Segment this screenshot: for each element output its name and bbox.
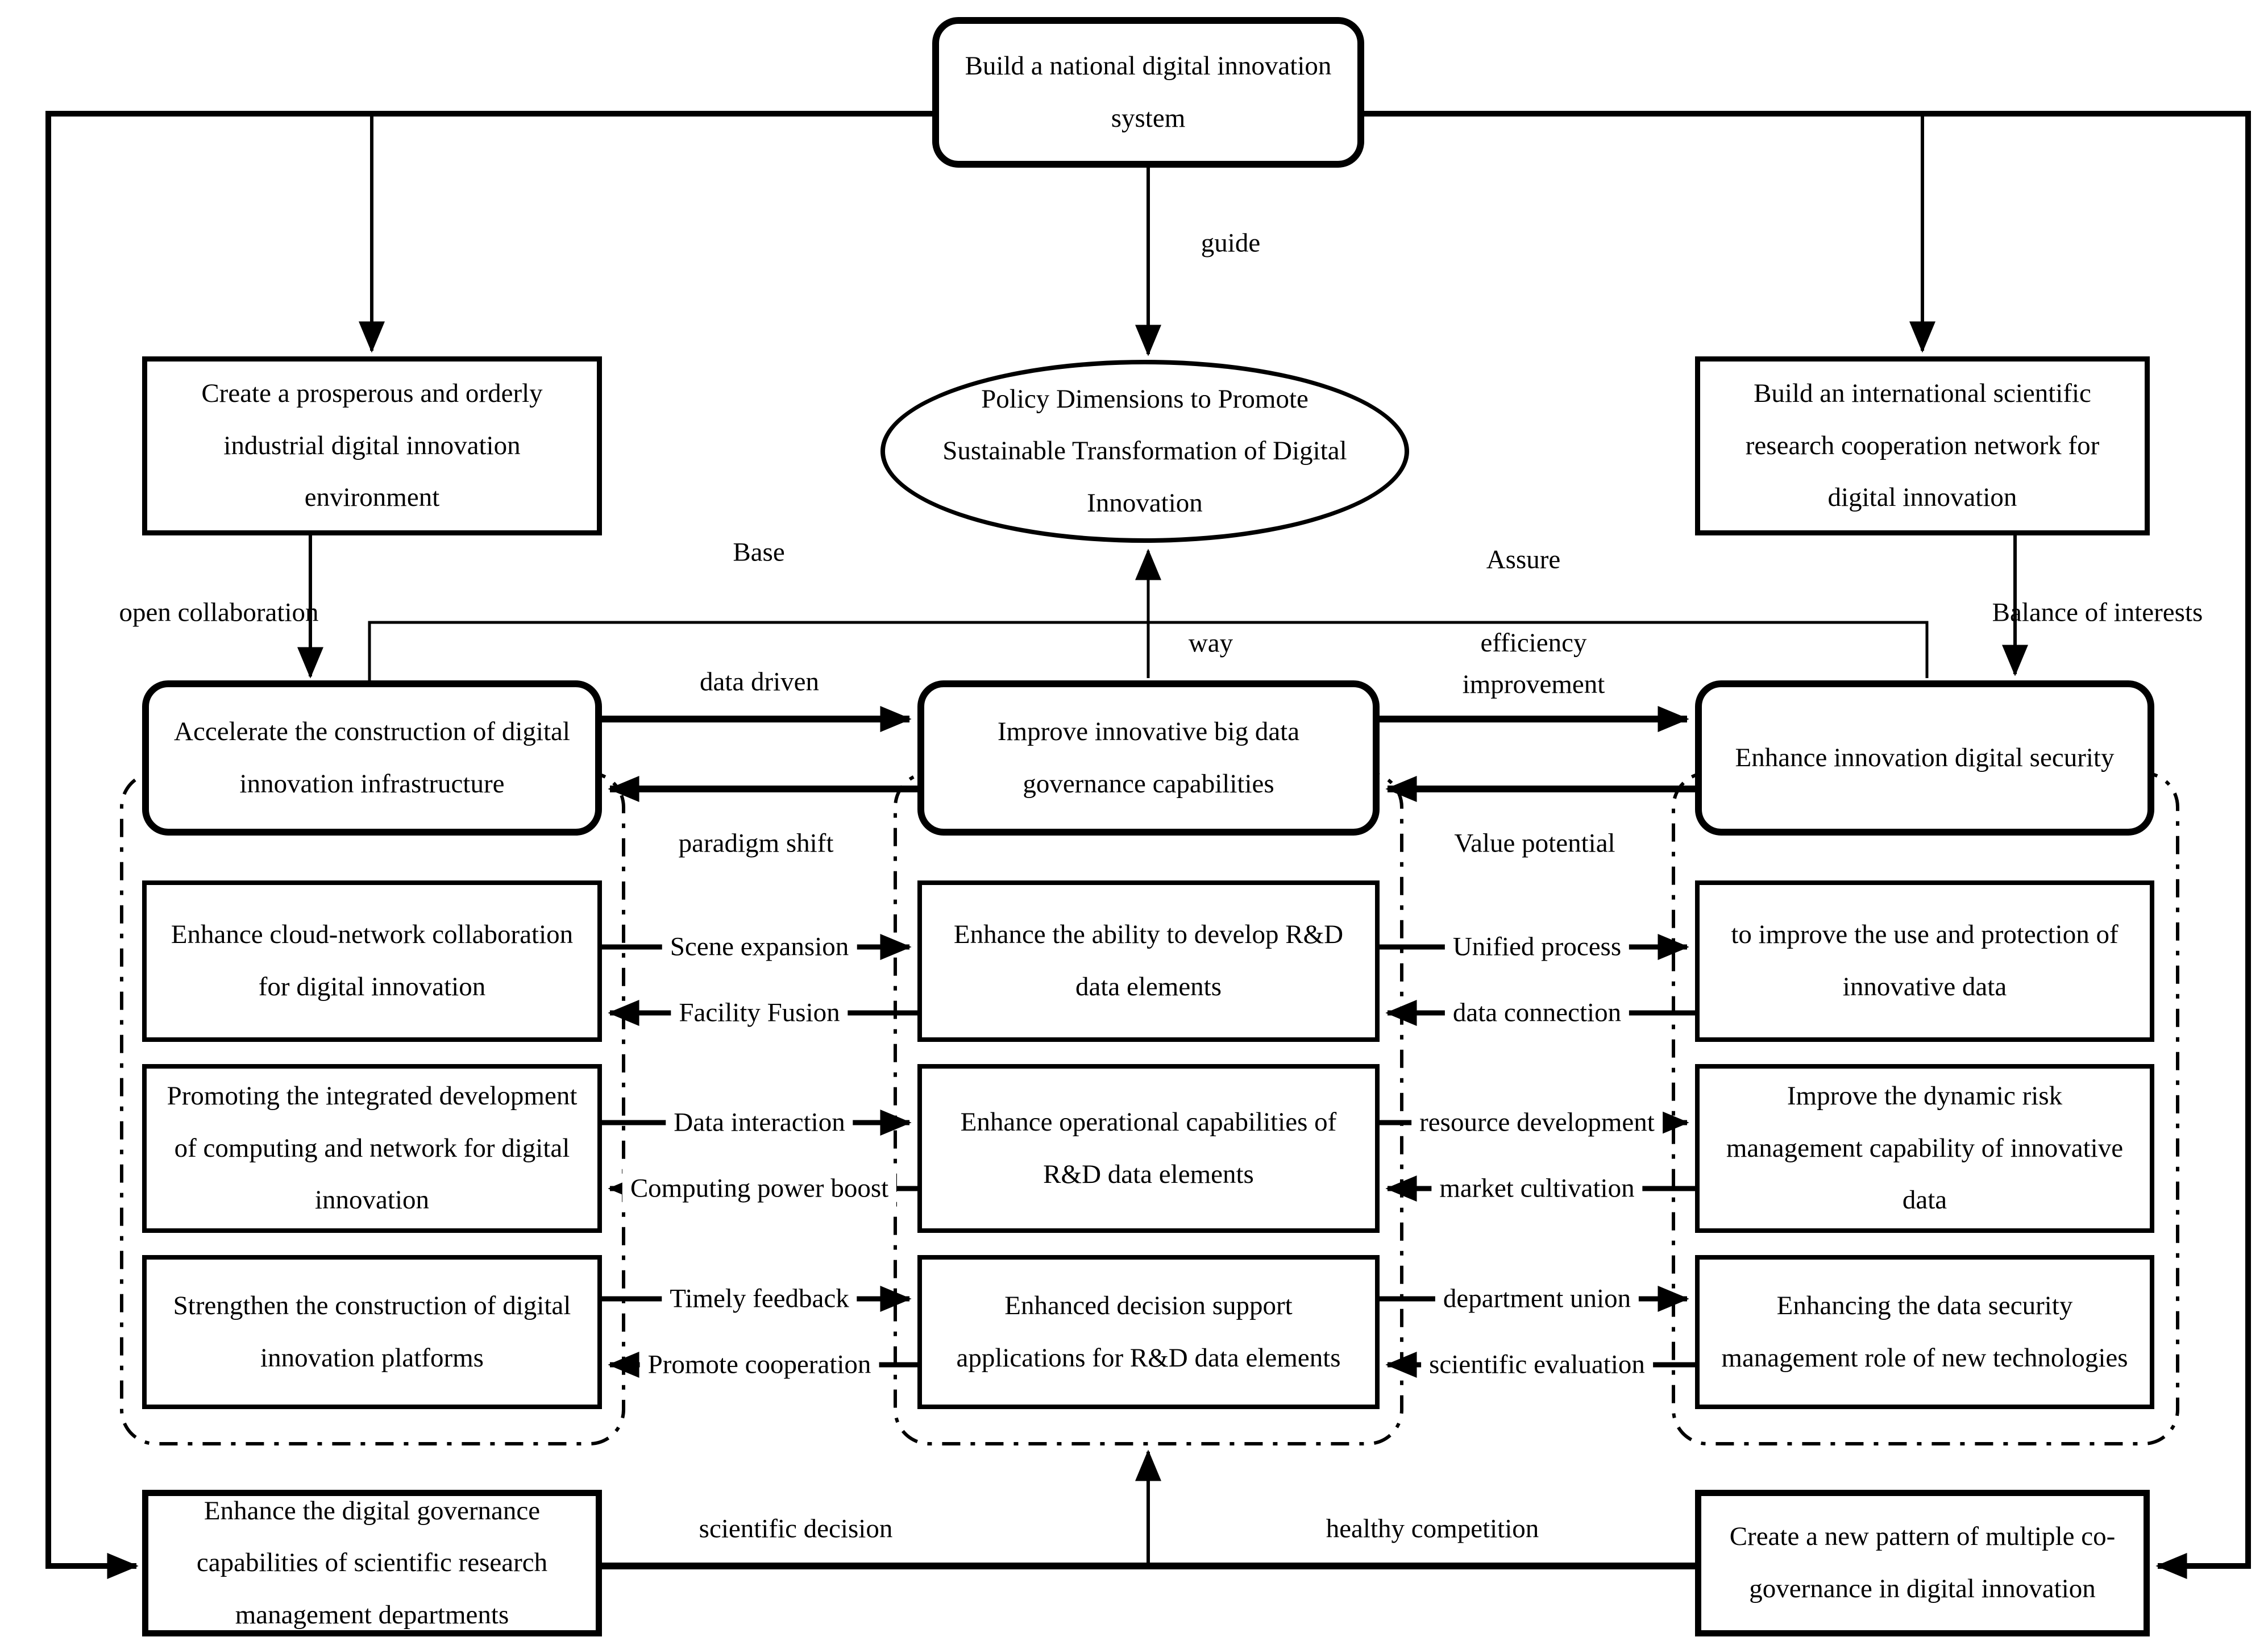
node-dynamic-risk-management: Improve the dynamic risk management capa… <box>1695 1064 2154 1233</box>
edge-label-way: way <box>1188 628 1233 658</box>
edge-label-guide: guide <box>1201 228 1261 258</box>
edge-label-scene-expansion: Scene expansion <box>662 926 857 968</box>
node-cloud-network-collaboration: Enhance cloud-network collaboration for … <box>142 880 602 1042</box>
edge-label-scientific-decision: scientific decision <box>699 1514 893 1544</box>
edge-label-healthy-competition: healthy competition <box>1326 1514 1539 1544</box>
edge-label-efficiency-improvement: efficiency improvement <box>1462 628 1605 699</box>
node-innovation-platforms: Strengthen the construction of digital i… <box>142 1255 602 1409</box>
node-decision-support-applications: Enhanced decision support applications f… <box>917 1255 1380 1409</box>
edge-label-base: Base <box>733 537 785 567</box>
edge-label-assure: Assure <box>1486 545 1561 575</box>
edge-label-promote-cooperation: Promote cooperation <box>639 1344 879 1386</box>
node-policy-dimensions-ellipse: Policy Dimensions to Promote Sustainable… <box>880 360 1409 543</box>
node-international-cooperation-network: Build an international scientific resear… <box>1695 356 2150 535</box>
outer-right-feedback-arrow <box>1364 111 2251 1579</box>
node-digital-security: Enhance innovation digital security <box>1695 680 2154 836</box>
edge-label-data-interaction: Data interaction <box>666 1102 853 1144</box>
node-develop-rd-data-elements: Enhance the ability to develop R&D data … <box>917 880 1380 1042</box>
edge-label-data-connection: data connection <box>1444 992 1630 1034</box>
node-use-protection-innovative-data: to improve the use and protection of inn… <box>1695 880 2154 1042</box>
edge-label-open-collaboration: open collaboration <box>119 597 319 628</box>
edge-label-resource-development: resource development <box>1411 1102 1663 1144</box>
edge-label-computing-power-boost: Computing power boost <box>622 1168 897 1210</box>
node-industrial-environment: Create a prosperous and orderly industri… <box>142 356 602 535</box>
node-computing-network-development: Promoting the integrated development of … <box>142 1064 602 1233</box>
node-big-data-governance: Improve innovative big data governance c… <box>917 680 1380 836</box>
edge-label-data-driven: data driven <box>699 667 820 697</box>
edge-label-paradigm-shift: paradigm shift <box>678 828 834 858</box>
edge-label-facility-fusion: Facility Fusion <box>671 992 848 1034</box>
edge-label-scientific-evaluation: scientific evaluation <box>1421 1344 1653 1386</box>
edge-label-value-potential: Value potential <box>1454 828 1615 858</box>
node-operational-rd-data-elements: Enhance operational capabilities of R&D … <box>917 1064 1380 1233</box>
edge-label-unified-process: Unified process <box>1444 926 1630 968</box>
node-national-innovation-system: Build a national digital innovation syst… <box>932 17 1364 168</box>
edge-label-timely-feedback: Timely feedback <box>662 1278 857 1320</box>
edge-label-market-cultivation: market cultivation <box>1431 1168 1643 1210</box>
edge-label-balance-of-interests: Balance of interests <box>1992 597 2203 628</box>
node-multiple-co-governance: Create a new pattern of multiple co-gove… <box>1695 1490 2150 1636</box>
node-governance-departments: Enhance the digital governance capabilit… <box>142 1490 602 1636</box>
outer-left-feedback-arrow <box>45 111 932 1579</box>
edge-label-department-union: department union <box>1435 1278 1639 1320</box>
node-innovation-infrastructure: Accelerate the construction of digital i… <box>142 680 602 836</box>
node-data-security-new-technologies: Enhancing the data security management r… <box>1695 1255 2154 1409</box>
